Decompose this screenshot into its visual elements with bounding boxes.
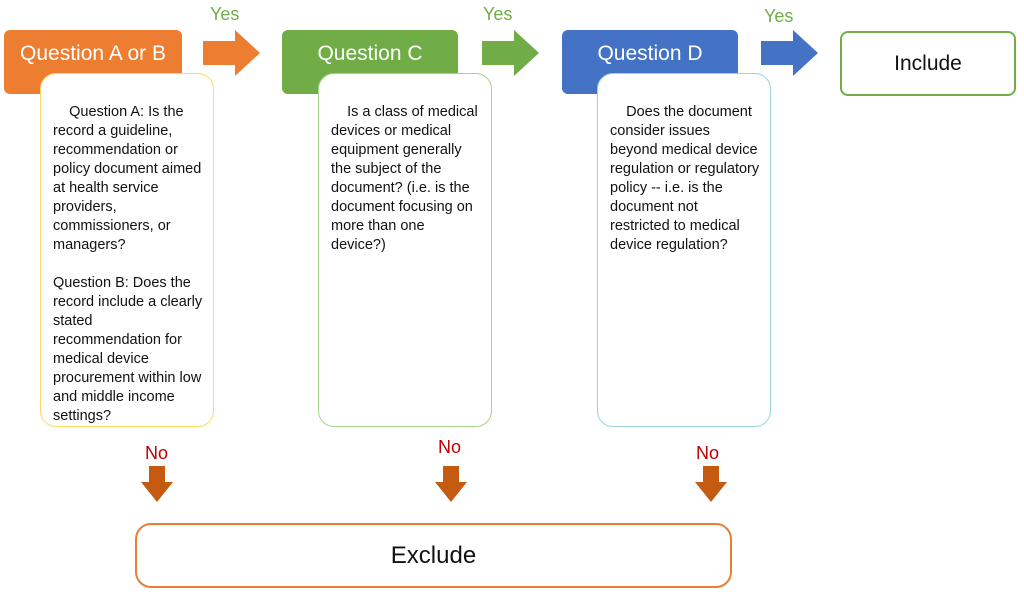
question-a-or-b-text: Question A: Is the record a guideline, r… [53, 104, 203, 424]
question-d-title: Question D [597, 42, 703, 65]
question-c-text: Is a class of medical devices or medical… [331, 104, 482, 253]
question-a-or-b-body: Question A: Is the record a guideline, r… [40, 73, 214, 427]
no-arrow-2 [435, 466, 467, 502]
exclude-box: Exclude [135, 523, 732, 588]
include-label: Include [894, 51, 962, 75]
yes-label-2: Yes [483, 4, 513, 24]
yes-arrow-3 [761, 30, 818, 76]
question-c-title: Question C [317, 42, 423, 65]
no-label-1: No [145, 443, 169, 463]
question-d-body: Does the document consider issues beyond… [597, 73, 771, 427]
no-label-2: No [438, 437, 462, 457]
no-label-3: No [696, 443, 720, 463]
yes-label-3: Yes [764, 6, 794, 26]
include-box: Include [840, 31, 1016, 96]
yes-label-1: Yes [210, 4, 240, 24]
yes-arrow-1 [203, 30, 260, 76]
question-a-or-b-title: Question A or B [20, 42, 166, 65]
question-c-body: Is a class of medical devices or medical… [318, 73, 492, 427]
no-arrow-3 [695, 466, 727, 502]
no-arrow-1 [141, 466, 173, 502]
yes-arrow-2 [482, 30, 539, 76]
exclude-label: Exclude [390, 541, 477, 569]
question-d-text: Does the document consider issues beyond… [610, 104, 764, 253]
